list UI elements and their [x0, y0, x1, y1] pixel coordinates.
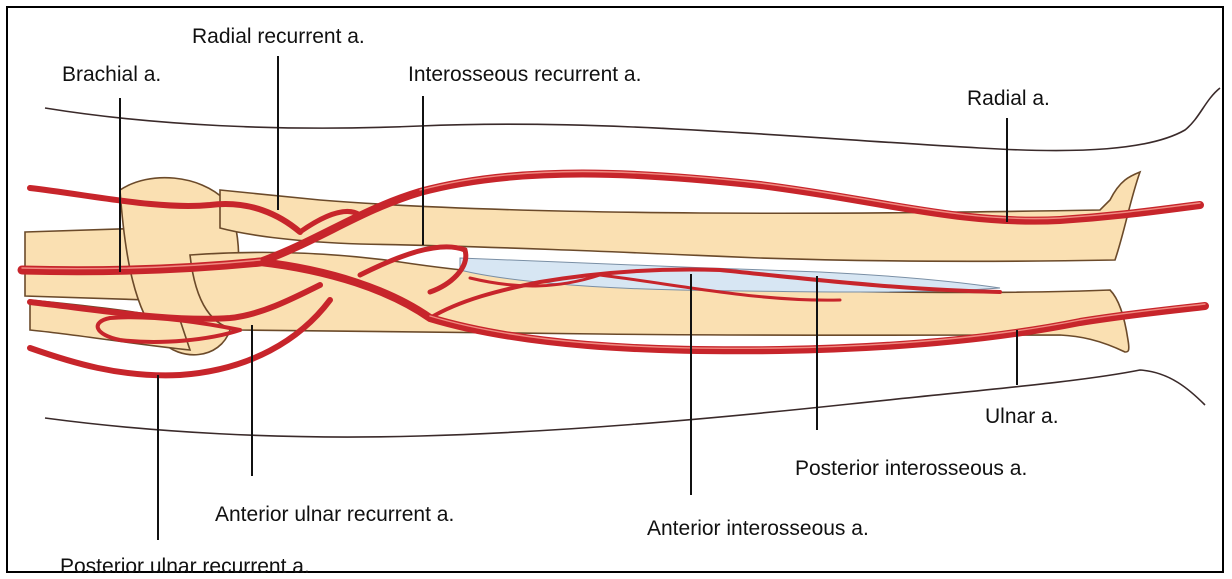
label-posterior-ulnar-recurrent-artery: Posterior ulnar recurrent a. [60, 556, 310, 577]
label-anterior-interosseous-artery: Anterior interosseous a. [647, 518, 869, 539]
label-posterior-interosseous-artery: Posterior interosseous a. [795, 458, 1027, 479]
label-radial-recurrent-artery: Radial recurrent a. [192, 26, 365, 47]
label-brachial-artery: Brachial a. [62, 64, 161, 85]
label-anterior-ulnar-recurrent-artery: Anterior ulnar recurrent a. [215, 504, 454, 525]
label-interosseous-recurrent-artery: Interosseous recurrent a. [408, 64, 641, 85]
label-radial-artery: Radial a. [967, 88, 1050, 109]
label-ulnar-artery: Ulnar a. [985, 406, 1059, 427]
